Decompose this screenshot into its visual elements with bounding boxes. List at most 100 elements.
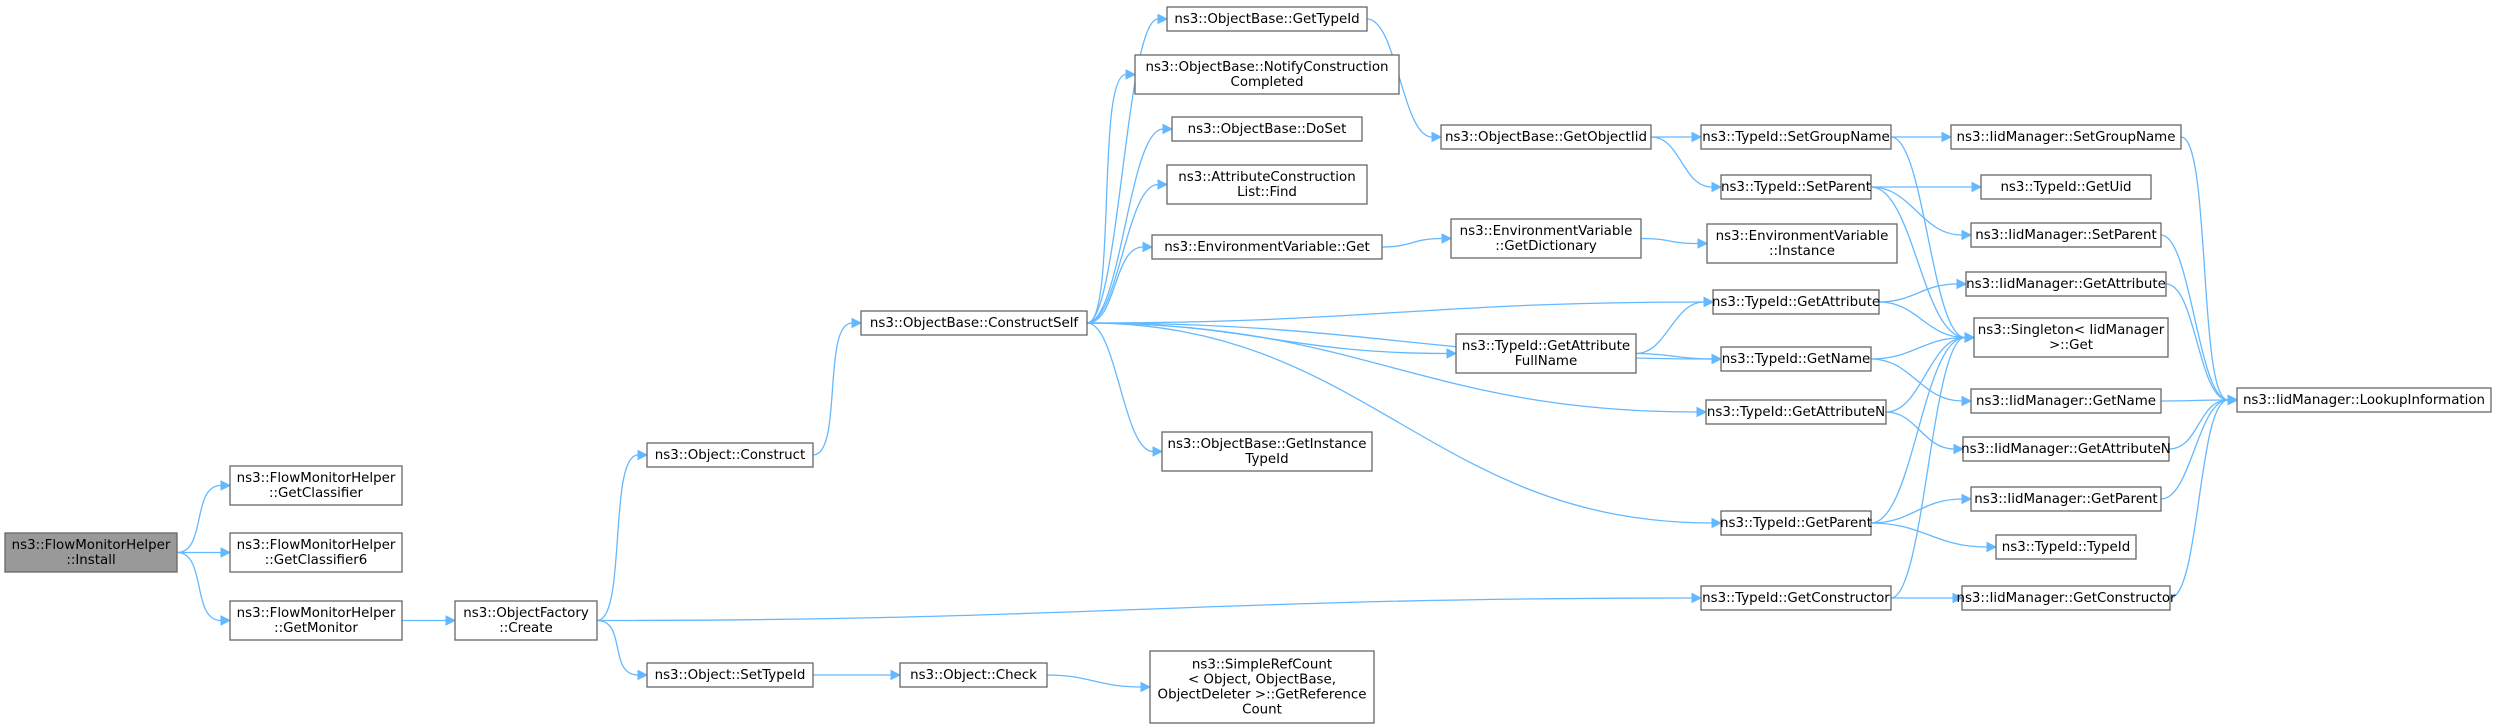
node-box — [860, 310, 1088, 336]
edge-objCheck-to-simpleRef — [1046, 674, 1152, 693]
node-iidSetGroupName[interactable]: ns3::IidManager::SetGroupName — [1950, 124, 2182, 150]
node-tidSetGroupName[interactable]: ns3::TypeId::SetGroupName — [1700, 124, 1892, 150]
node-box — [1171, 116, 1363, 142]
node-box — [229, 465, 403, 506]
node-tidTypeId[interactable]: ns3::TypeId::TypeId — [1995, 534, 2137, 560]
node-box — [899, 662, 1048, 688]
edge-factoryCreate-to-tidGetConstructor — [596, 592, 1703, 622]
edge-tidGetAttrFull-to-tidGetName — [1635, 352, 1723, 365]
node-label: ns3::TypeId::SetGroupName — [1702, 130, 1890, 145]
arrowhead — [1125, 69, 1137, 80]
node-box — [1720, 510, 1872, 536]
node-install[interactable]: ns3::FlowMonitorHelper::Install — [4, 532, 178, 573]
node-box — [1970, 388, 2162, 414]
arrowhead — [1696, 406, 1708, 418]
node-tidGetAttributeN[interactable]: ns3::TypeId::GetAttributeN — [1705, 399, 1887, 425]
edge-iidGetAttributeN-to-iidLookup — [2168, 394, 2239, 450]
node-tidGetName[interactable]: ns3::TypeId::GetName — [1720, 346, 1872, 372]
edge-tidGetAttributeN-to-iidGetAttributeN — [1885, 411, 1965, 455]
node-label: ns3::AttributeConstruction — [1178, 170, 1355, 185]
node-box — [1970, 486, 2162, 512]
node-label: ns3::IidManager::GetAttribute — [1966, 277, 2166, 292]
node-label: ns3::IidManager::GetConstructor — [1956, 591, 2176, 606]
edge-tidGetName-to-iidGetName — [1870, 358, 1973, 407]
node-box — [646, 442, 814, 468]
edge-layer — [176, 13, 2239, 693]
edge-iidGetConstructor-to-iidLookup — [2169, 394, 2239, 599]
node-iidGetConstructor[interactable]: ns3::IidManager::GetConstructor — [1956, 585, 2176, 611]
arrowhead — [1162, 123, 1174, 135]
node-box — [1995, 534, 2137, 560]
node-obNotify[interactable]: ns3::ObjectBase::NotifyConstructionCompl… — [1134, 54, 1400, 95]
arrowhead — [1956, 278, 1968, 290]
node-envGet[interactable]: ns3::EnvironmentVariable::Get — [1151, 234, 1383, 260]
node-getClassifier[interactable]: ns3::FlowMonitorHelper::GetClassifier — [229, 465, 403, 506]
edge-factoryCreate-to-objConstruct — [596, 449, 649, 622]
arrowhead — [1953, 443, 1965, 455]
arrowhead — [637, 669, 649, 681]
edge-envGet-to-envGetDict — [1381, 233, 1453, 248]
node-iidGetAttribute[interactable]: ns3::IidManager::GetAttribute — [1965, 271, 2167, 297]
node-label: ::GetMonitor — [274, 621, 358, 636]
node-box — [1455, 333, 1637, 374]
node-box — [1166, 164, 1368, 205]
node-iidGetName[interactable]: ns3::IidManager::GetName — [1970, 388, 2162, 414]
node-label: ns3::IidManager::SetGroupName — [1957, 130, 2176, 145]
node-envGetDict[interactable]: ns3::EnvironmentVariable::GetDictionary — [1450, 218, 1642, 259]
node-simpleRef[interactable]: ns3::SimpleRefCount< Object, ObjectBase,… — [1149, 650, 1375, 724]
node-iidSetParent[interactable]: ns3::IidManager::SetParent — [1970, 222, 2162, 248]
node-tidGetParent[interactable]: ns3::TypeId::GetParent — [1720, 510, 1872, 536]
arrowhead — [1697, 238, 1709, 249]
arrowhead — [1446, 348, 1458, 359]
node-iidGetAttributeN[interactable]: ns3::IidManager::GetAttributeN — [1961, 436, 2171, 462]
node-label: ::Instance — [1769, 244, 1835, 259]
node-constructSelf[interactable]: ns3::ObjectBase::ConstructSelf — [860, 310, 1088, 336]
node-box — [2236, 387, 2492, 413]
node-label: ns3::FlowMonitorHelper — [237, 471, 396, 486]
edge-constructSelf-to-obGetTypeId — [1086, 13, 1169, 324]
node-objSetTypeId[interactable]: ns3::Object::SetTypeId — [646, 662, 814, 688]
node-getClassifier6[interactable]: ns3::FlowMonitorHelper::GetClassifier6 — [229, 532, 403, 573]
node-label: ns3::TypeId::GetUid — [2000, 180, 2131, 195]
node-iidGetParent[interactable]: ns3::IidManager::GetParent — [1970, 486, 2162, 512]
node-label: ns3::Object::SetTypeId — [655, 668, 806, 683]
arrowhead — [1986, 541, 1998, 553]
node-singletonGet[interactable]: ns3::Singleton< IidManager>::Get — [1973, 317, 2169, 358]
node-obDoSet[interactable]: ns3::ObjectBase::DoSet — [1171, 116, 1363, 142]
node-label: ns3::IidManager::LookupInformation — [2243, 393, 2485, 408]
arrowhead — [1961, 229, 1973, 241]
node-factoryCreate[interactable]: ns3::ObjectFactory::Create — [454, 600, 598, 641]
node-label: Completed — [1230, 75, 1303, 90]
node-tidGetConstructor[interactable]: ns3::TypeId::GetConstructor — [1700, 585, 1892, 611]
node-objConstruct[interactable]: ns3::Object::Construct — [646, 442, 814, 468]
node-iidLookup[interactable]: ns3::IidManager::LookupInformation — [2236, 387, 2492, 413]
edge-tidGetParent-to-iidGetParent — [1870, 493, 1973, 524]
node-label: ns3::TypeId::SetParent — [1721, 180, 1871, 195]
node-box — [4, 532, 178, 573]
node-envInstance[interactable]: ns3::EnvironmentVariable::Instance — [1706, 223, 1898, 264]
node-label: ns3::EnvironmentVariable — [1716, 229, 1889, 244]
edge-tidGetAttributeN-to-singletonGet — [1885, 332, 1976, 413]
node-layer: ns3::FlowMonitorHelper::Installns3::Flow… — [4, 6, 2492, 724]
node-getMonitor[interactable]: ns3::FlowMonitorHelper::GetMonitor — [229, 600, 403, 641]
node-tidGetAttribute[interactable]: ns3::TypeId::GetAttribute — [1712, 289, 1880, 315]
node-obGetTypeId[interactable]: ns3::ObjectBase::GetTypeId — [1166, 6, 1368, 32]
node-tidGetUid[interactable]: ns3::TypeId::GetUid — [1980, 174, 2152, 200]
arrowhead — [637, 449, 649, 461]
edge-tidGetAttribute-to-iidGetAttribute — [1878, 278, 1968, 303]
node-box — [1705, 399, 1887, 425]
node-tidSetParent[interactable]: ns3::TypeId::SetParent — [1720, 174, 1872, 200]
node-box — [229, 600, 403, 641]
node-box — [1161, 431, 1373, 472]
node-objCheck[interactable]: ns3::Object::Check — [899, 662, 1048, 688]
node-label: ns3::FlowMonitorHelper — [237, 606, 396, 621]
node-box — [1450, 218, 1642, 259]
arrowhead — [1691, 592, 1703, 604]
arrowhead — [220, 480, 232, 491]
node-box — [1151, 234, 1383, 260]
node-box — [646, 662, 814, 688]
node-obGetObjectIid[interactable]: ns3::ObjectBase::GetObjectIid — [1440, 124, 1652, 150]
